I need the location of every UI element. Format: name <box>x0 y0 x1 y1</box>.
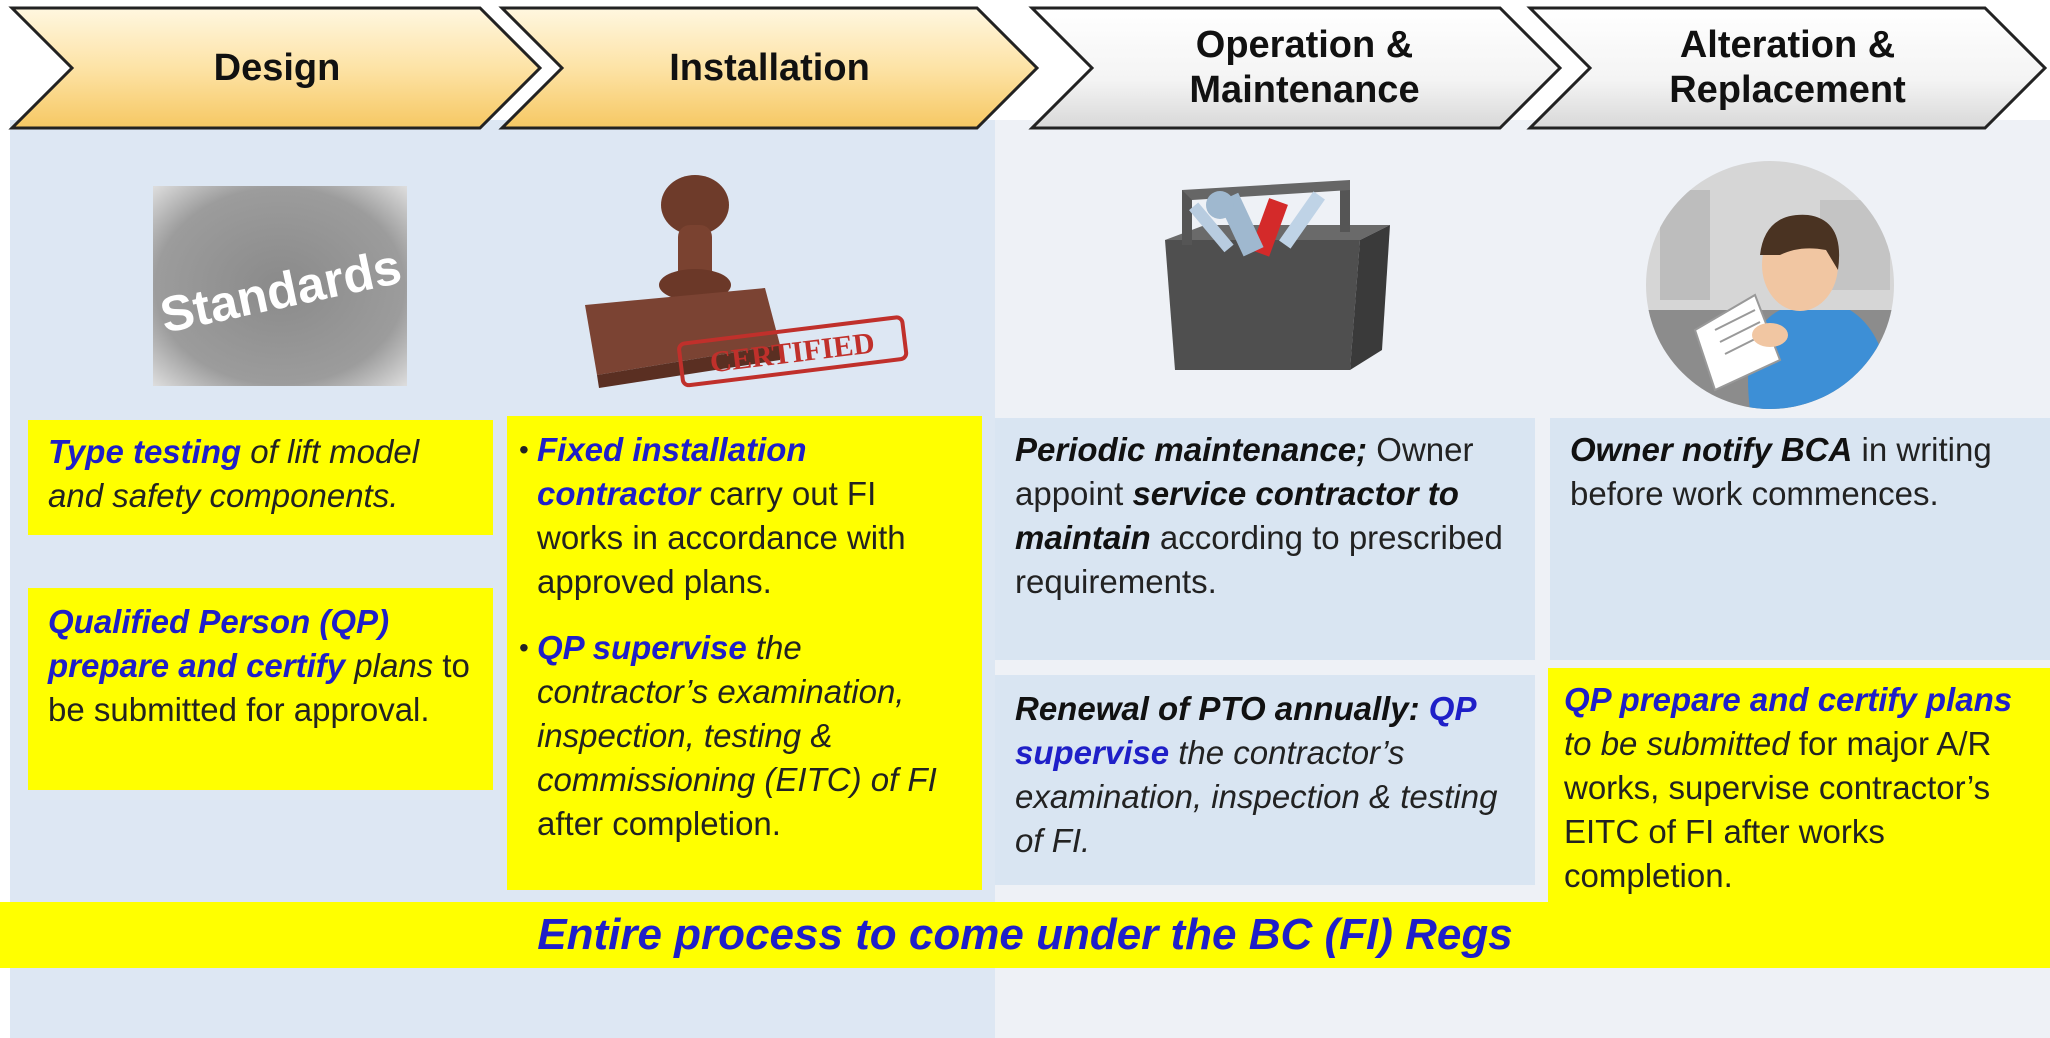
chevron-installation <box>498 6 1040 130</box>
chevron-design <box>8 6 543 130</box>
certified-stamp-image: CERTIFIED <box>575 170 910 395</box>
operation-renewal-box: Renewal of PTO annually: QP supervise th… <box>995 675 1535 885</box>
person-reading-image <box>1630 160 1910 410</box>
process-chevrons <box>8 6 2048 130</box>
standards-image: Standards <box>145 178 415 393</box>
stage-design-label: Design <box>213 46 341 89</box>
toolbox-image <box>1150 170 1395 375</box>
installation-box: Fixed installation contractor carry out … <box>507 416 982 890</box>
stage-operation-label: Operation &Maintenance <box>1189 24 1420 111</box>
stage-installation-label: Installation <box>669 46 870 89</box>
regulations-banner: Entire process to come under the BC (FI)… <box>0 902 2050 968</box>
stage-alteration-label: Alteration &Replacement <box>1669 24 1906 111</box>
chevron-operation <box>1028 6 1563 130</box>
installation-bullet-contractor: Fixed installation contractor carry out … <box>507 428 970 604</box>
alteration-qp-box: QP prepare and certify plans to be submi… <box>1548 668 2050 902</box>
installation-bullet-qp: QP supervise the contractor’s examinatio… <box>507 626 970 846</box>
design-qp-box: Qualified Person (QP) prepare and certif… <box>28 588 493 790</box>
operation-maintenance-box: Periodic maintenance; Owner appoint serv… <box>995 418 1535 660</box>
alteration-notify-box: Owner notify BCA in writing before work … <box>1550 418 2050 660</box>
chevron-alteration <box>1526 6 2048 130</box>
design-type-testing-box: Type testing of lift model and safety co… <box>28 420 493 535</box>
